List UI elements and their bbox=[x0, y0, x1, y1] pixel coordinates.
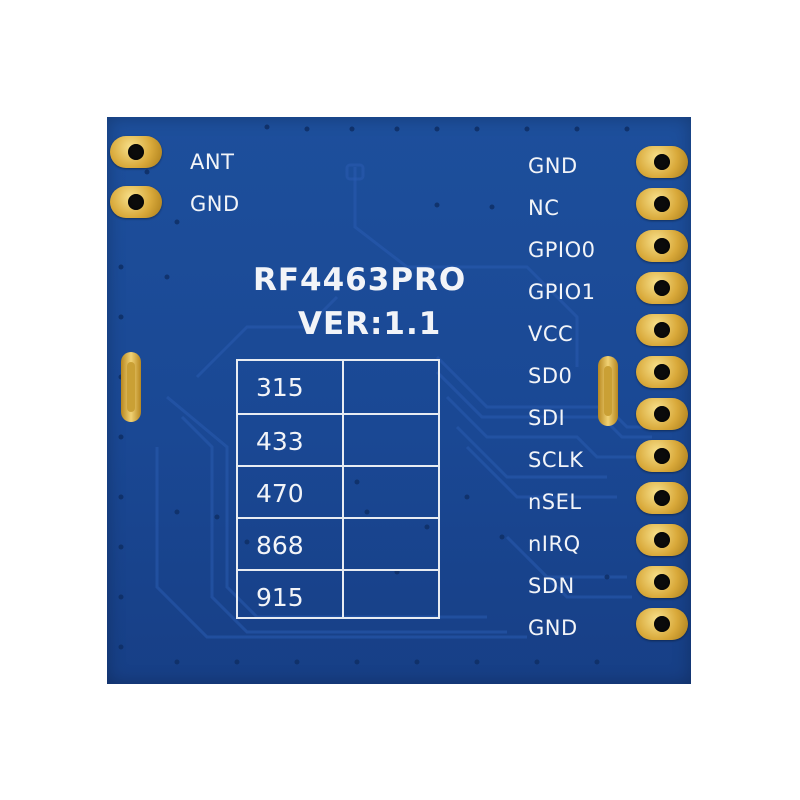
right-pin-label: GND bbox=[528, 154, 578, 178]
freq-value: 470 bbox=[256, 479, 304, 508]
right-pad-8 bbox=[636, 440, 688, 472]
mounting-slot-right bbox=[598, 356, 618, 426]
left-pin-label-ant: ANT bbox=[190, 150, 235, 174]
right-pad-11 bbox=[636, 566, 688, 598]
right-pad-6 bbox=[636, 356, 688, 388]
mounting-slot-left bbox=[121, 352, 141, 422]
right-pin-label: GPIO0 bbox=[528, 238, 596, 262]
frequency-table: 315 433 470 868 915 bbox=[236, 359, 440, 619]
freq-value: 315 bbox=[256, 373, 304, 402]
freq-value: 868 bbox=[256, 531, 304, 560]
right-pin-label: VCC bbox=[528, 322, 574, 346]
right-pad-3 bbox=[636, 230, 688, 262]
ant-pad bbox=[110, 136, 162, 168]
right-pin-label: SCLK bbox=[528, 448, 584, 472]
freq-row: 470 bbox=[238, 465, 438, 517]
freq-value: 915 bbox=[256, 583, 304, 612]
right-pin-label: nSEL bbox=[528, 490, 582, 514]
freq-value: 433 bbox=[256, 427, 304, 456]
right-pin-label: SD0 bbox=[528, 364, 573, 388]
right-pad-2 bbox=[636, 188, 688, 220]
version-label: VER:1.1 bbox=[298, 306, 442, 342]
right-pad-5 bbox=[636, 314, 688, 346]
model-name: RF4463PRO bbox=[253, 262, 467, 298]
freq-row: 433 bbox=[238, 413, 438, 465]
right-pin-label: GPIO1 bbox=[528, 280, 596, 304]
right-pad-12 bbox=[636, 608, 688, 640]
right-pin-label: GND bbox=[528, 616, 578, 640]
copper-traces bbox=[118, 124, 652, 665]
right-pin-label: NC bbox=[528, 196, 560, 220]
pcb-module bbox=[107, 117, 691, 684]
right-pin-label: SDN bbox=[528, 574, 575, 598]
right-pin-label: SDI bbox=[528, 406, 566, 430]
right-pad-4 bbox=[636, 272, 688, 304]
right-pad-1 bbox=[636, 146, 688, 178]
freq-row: 868 bbox=[238, 517, 438, 569]
right-pad-9 bbox=[636, 482, 688, 514]
left-pin-label-gnd: GND bbox=[190, 192, 240, 216]
right-pad-7 bbox=[636, 398, 688, 430]
gnd-pad-left bbox=[110, 186, 162, 218]
right-pin-label: nIRQ bbox=[528, 532, 581, 556]
right-pad-10 bbox=[636, 524, 688, 556]
freq-row: 915 bbox=[238, 569, 438, 621]
freq-row: 315 bbox=[238, 361, 438, 413]
